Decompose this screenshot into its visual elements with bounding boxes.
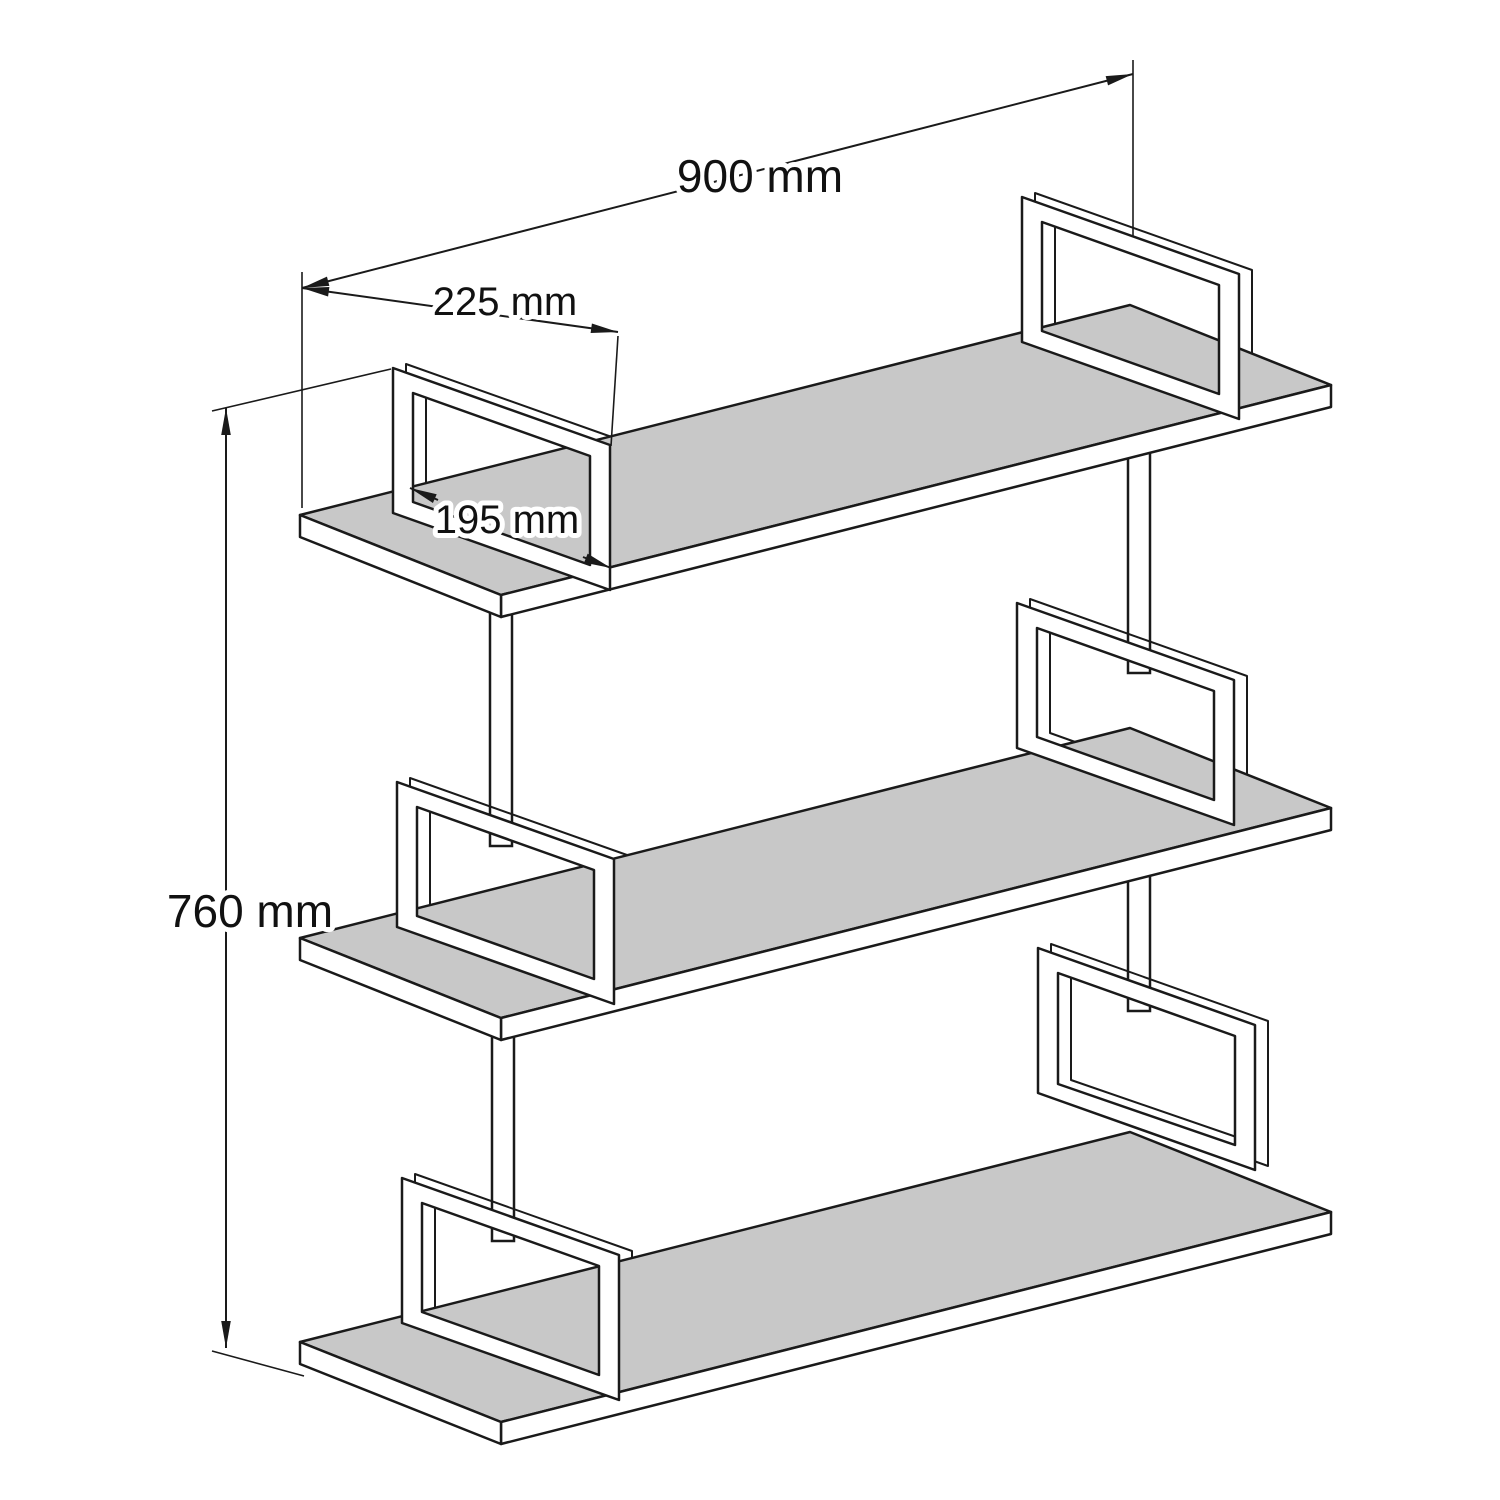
bracket-bottom-right-frame (1036, 946, 1257, 1172)
dimension-line-width (301, 73, 1134, 289)
dimension-frame-depth (301, 286, 619, 447)
depth-arrow-back (409, 487, 439, 504)
shelf-end-edge (298, 513, 503, 619)
dimension-shelf-depth (409, 487, 612, 569)
shelf-top-surface (298, 303, 1333, 597)
bracket-middle-left-frame (395, 780, 616, 1006)
shelf-top-surface (298, 726, 1333, 1020)
shelf-board-middle (298, 726, 1333, 1042)
bracket-bottom-left-frame (400, 1176, 621, 1402)
dimension-shelf-depth-label: 195 mm (435, 498, 580, 542)
extension-line-bottom (211, 1350, 305, 1377)
extension-line (610, 335, 619, 447)
shelf-level-bottom (298, 943, 1333, 1446)
dimension-line-frame-depth (301, 286, 619, 334)
depth-arrow-front (582, 553, 612, 569)
dimension-height (211, 368, 392, 1377)
dimension-height-label: 760 mm (167, 885, 333, 937)
bracket-middle-right-frame (1015, 601, 1236, 827)
shelf-level-middle (298, 598, 1333, 1042)
shelf-board-top (298, 303, 1333, 619)
shelf-end-edge (298, 936, 503, 1042)
shelf-level-top (298, 192, 1333, 619)
dimension-frame-depth-label: 225 mm (433, 280, 578, 324)
shelf-top-surface (298, 1130, 1333, 1424)
shelf-end-edge (298, 1340, 503, 1446)
shelf-board-bottom (298, 1130, 1333, 1446)
dimension-width-label: 900 mm (677, 150, 843, 202)
extension-line-top (211, 368, 392, 412)
